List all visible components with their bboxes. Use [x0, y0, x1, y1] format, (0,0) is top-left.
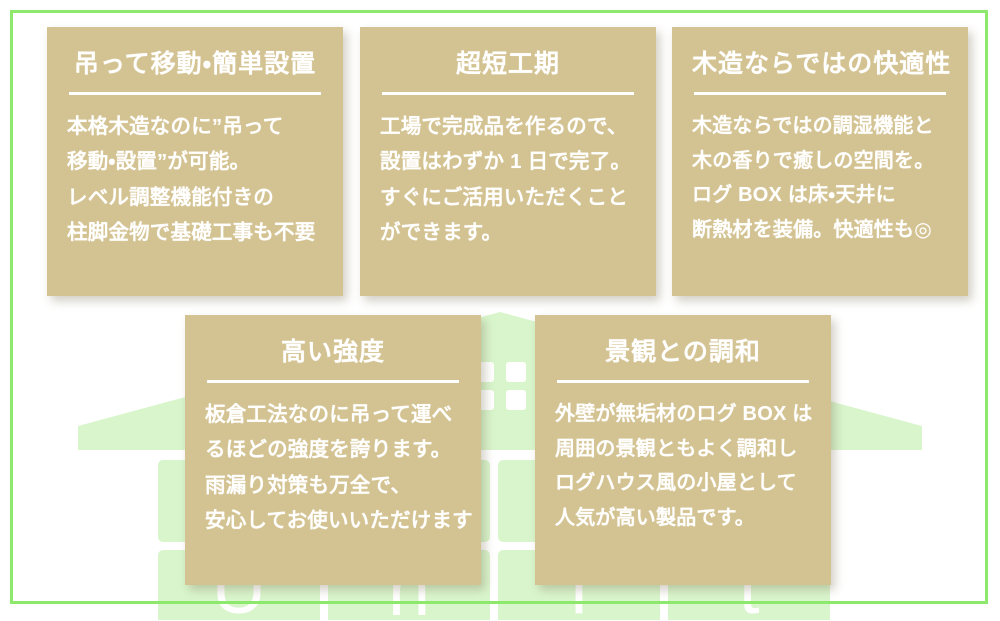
body-line: 周囲の景観ともよく調和し	[555, 437, 798, 460]
body-line: 木造ならではの調湿機能と	[692, 115, 934, 137]
feature-card-hanging-move: 吊って移動・簡単設置 本格木造なのに”吊って 移動・設置”が可能。 レベル調整機…	[47, 27, 343, 296]
feature-card-body: 板倉工法なのに吊って運べ るほどの強度を誇ります。 雨漏り対策も万全で、 安心し…	[205, 397, 473, 539]
feature-card-title: 高い強度	[280, 338, 385, 366]
body-line: 設置はわずか 1 日で完了。	[380, 150, 632, 174]
feature-card-wooden-comfort: 木造ならではの快適性 木造ならではの調湿機能と 木の香りで癒しの空間を。 ログ …	[672, 27, 968, 296]
body-line: 板倉工法なのに吊って運べ	[205, 403, 453, 426]
feature-card-body: 木造ならではの調湿機能と 木の香りで癒しの空間を。 ログ BOX は床・天井に …	[692, 109, 948, 247]
body-line: 木の香りで癒しの空間を。	[692, 149, 935, 172]
feature-card-short-construction: 超短工期 工場で完成品を作るので、 設置はわずか 1 日で完了。 すぐにご活用い…	[360, 27, 656, 296]
body-line: ができます。	[380, 221, 503, 245]
feature-card-landscape-harmony: 景観との調和 外壁が無垢材のログ BOX は 周囲の景観ともよく調和し ログハウ…	[535, 315, 831, 585]
feature-card-title: 超短工期	[455, 50, 560, 78]
feature-card-title: 景観との調和	[605, 338, 761, 366]
feature-card-divider	[382, 92, 634, 95]
body-line: ログ BOX は床・天井に	[692, 184, 896, 207]
body-line: 工場で完成品を作るので、	[380, 115, 628, 138]
body-line: 雨漏り対策も万全で、	[205, 473, 412, 497]
body-line: 外壁が無垢材のログ BOX は	[555, 403, 813, 425]
body-line: 人気が高い製品です。	[555, 506, 755, 529]
body-line: 安心してお使いいただけます	[205, 509, 473, 533]
feature-card-body: 工場で完成品を作るので、 設置はわずか 1 日で完了。 すぐにご活用いただくこと…	[380, 109, 636, 251]
body-line: ログハウス風の小屋として	[555, 472, 797, 495]
feature-card-divider	[557, 380, 809, 383]
body-line: 断熱材を装備。快適性も◎	[692, 218, 932, 241]
body-line: レベル調整機能付きの	[67, 185, 274, 209]
body-line: るほどの強度を誇ります。	[205, 438, 452, 462]
feature-card-divider	[69, 92, 321, 95]
feature-card-high-strength: 高い強度 板倉工法なのに吊って運べ るほどの強度を誇ります。 雨漏り対策も万全で…	[185, 315, 481, 585]
body-line: 移動・設置”が可能。	[67, 150, 251, 174]
feature-card-title: 木造ならではの快適性	[692, 50, 952, 78]
body-line: 柱脚金物で基礎工事も不要	[67, 221, 316, 245]
feature-card-divider	[207, 380, 459, 383]
feature-card-body: 本格木造なのに”吊って 移動・設置”が可能。 レベル調整機能付きの 柱脚金物で基…	[67, 109, 323, 251]
feature-card-divider	[694, 92, 946, 95]
feature-card-title: 吊って移動・簡単設置	[73, 50, 317, 78]
body-line: すぐにご活用いただくこと	[380, 185, 628, 209]
feature-card-body: 外壁が無垢材のログ BOX は 周囲の景観ともよく調和し ログハウス風の小屋とし…	[555, 397, 813, 535]
body-line: 本格木造なのに”吊って	[67, 115, 284, 138]
